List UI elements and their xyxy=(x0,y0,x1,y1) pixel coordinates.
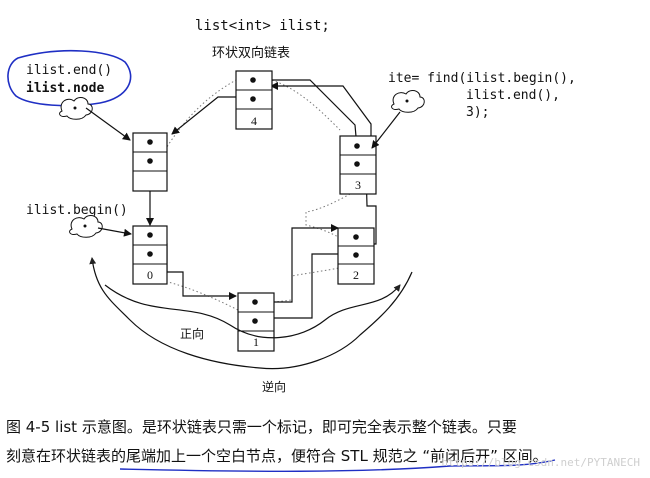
node-label: ilist.node xyxy=(26,81,104,96)
find-label-line2: ilist.end(), xyxy=(466,88,560,103)
find-label-line3: 3); xyxy=(466,105,489,120)
find-label-line1: ite= find(ilist.begin(), xyxy=(388,71,576,86)
find-iterator: ite= find(ilist.begin(), ilist.end(), 3)… xyxy=(371,71,576,149)
node-4: 4 xyxy=(235,70,273,130)
node-empty xyxy=(132,132,168,192)
end-iterator: ilist.end() ilist.node xyxy=(7,50,132,141)
backward-label: 逆向 xyxy=(262,379,286,394)
direction-forward: 正向 xyxy=(104,284,401,341)
node-value: 4 xyxy=(251,114,257,128)
end-label: ilist.end() xyxy=(26,63,112,78)
forward-label: 正向 xyxy=(180,326,204,341)
node-3: 3 xyxy=(339,135,377,195)
node-value: 1 xyxy=(253,335,259,349)
begin-label: ilist.begin() xyxy=(26,203,128,218)
node-value: 0 xyxy=(147,268,153,282)
cloud-icon xyxy=(59,96,93,120)
direction-backward: 逆向 xyxy=(89,257,413,394)
watermark: https://blog.csdn.net/PYTANECH xyxy=(441,456,640,469)
cloud-icon xyxy=(69,214,103,238)
caption-line1: 图 4-5 list 示意图。是环状链表只需一个标记，即可完全表示整个链表。只要 xyxy=(6,418,517,436)
node-1: 1 xyxy=(237,292,275,352)
node-value: 3 xyxy=(355,178,361,192)
cloud-icon xyxy=(391,89,425,113)
diagram-subtitle: 环状双向链表 xyxy=(212,45,290,61)
node-0: 0 xyxy=(132,225,168,285)
begin-iterator: ilist.begin() xyxy=(26,203,132,238)
blue-circle-annotation xyxy=(7,50,132,107)
node-2: 2 xyxy=(337,227,375,285)
figure-caption: 图 4-5 list 示意图。是环状链表只需一个标记，即可完全表示整个链表。只要… xyxy=(6,418,640,472)
underline-annotation xyxy=(119,459,556,472)
node-value: 2 xyxy=(353,268,359,282)
code-title: list<int> ilist; xyxy=(195,18,330,34)
caption-line2: 刻意在环状链表的尾端加上一个空白节点，便符合 STL 规范之 “前闭后开” 区间… xyxy=(6,447,548,465)
